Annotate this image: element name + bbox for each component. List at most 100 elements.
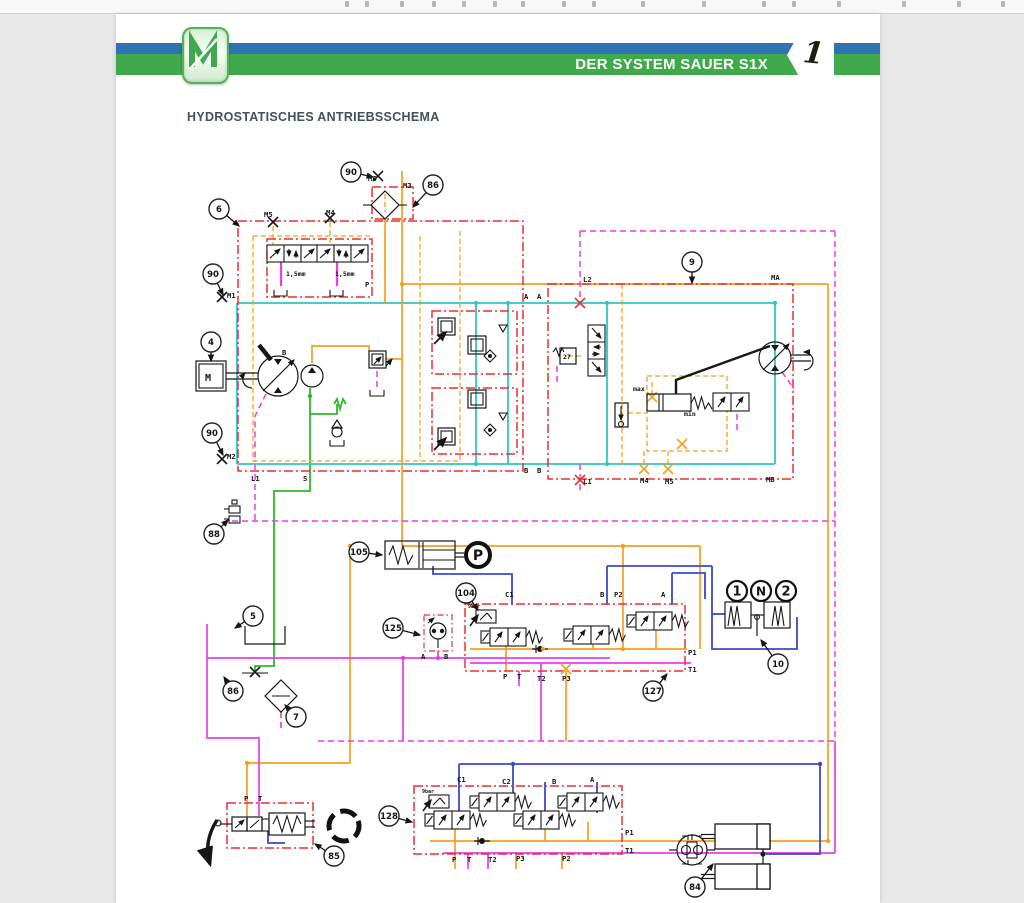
callout-5-11: [242, 605, 264, 627]
diagram-label-P2-27: P2: [614, 590, 623, 599]
pilot-lines-orange-dashed: [252, 194, 728, 466]
callout-label-5-11: 5: [250, 612, 256, 622]
toolbar-icon-fragment-8[interactable]: [592, 1, 596, 7]
callout-arrow-104-9: [471, 600, 479, 612]
callout-9-8: [681, 251, 703, 273]
diagram-label-L1-17: L1: [583, 477, 592, 486]
circled-mark-label-1: 1: [732, 585, 741, 600]
diagram-label-B-26: B: [600, 590, 605, 599]
diagram-label-M6-0: M6: [368, 174, 377, 183]
callout-arrow-85-16: [313, 843, 326, 852]
document-title: HYDROSTATISCHES ANTRIEBSSCHEMA: [187, 110, 440, 124]
diagram-label-M1-7: M1: [227, 291, 236, 300]
diagram-label-A-22: A: [537, 292, 542, 301]
callout-label-10-15: 10: [772, 660, 784, 670]
callout-arrow-127-14: [658, 672, 668, 684]
toolbar-icon-fragment-12[interactable]: [792, 1, 796, 7]
diagram-label-T-32: T: [517, 672, 522, 681]
toolbar-icon-fragment-4[interactable]: [462, 1, 466, 7]
diagram-label-A-35: A: [421, 652, 426, 661]
junction-dots: [244, 281, 831, 844]
parking-brake-actuator: [384, 540, 464, 570]
differential-symbol: [669, 834, 715, 866]
toolbar-icon-fragment-7[interactable]: [562, 1, 566, 7]
callout-127-14: [642, 680, 664, 702]
callout-4-4: [200, 331, 222, 353]
measuring-points-red: [574, 297, 586, 486]
charge-filter: [363, 190, 407, 220]
case-drain-connector: [224, 499, 241, 524]
toolbar-icon-fragment-16[interactable]: [1001, 1, 1005, 7]
callout-label-128-17: 128: [380, 812, 398, 822]
drain-lines-magenta: [206, 230, 836, 869]
callout-10-15: [767, 653, 789, 675]
callout-arrow-7-13: [284, 704, 292, 712]
diagram-label-B-24: B: [537, 466, 542, 475]
diagram-label-T2-47: T2: [488, 855, 497, 864]
toolbar-icon-fragment-2[interactable]: [400, 1, 404, 7]
callout-arrow-88-6: [220, 519, 229, 528]
diagram-label-A-42: A: [590, 775, 595, 784]
toolbar-icon-fragment-5[interactable]: [493, 1, 497, 7]
circled-mark-label-N: N: [756, 584, 766, 598]
diagram-label-P-6: P: [365, 280, 370, 289]
toolbar-icon-fragment-14[interactable]: [902, 1, 906, 7]
shuttle-valve-box: [423, 614, 453, 652]
suction-filter: [264, 679, 298, 713]
callout-label-90-3: 90: [207, 270, 219, 280]
diagram-label-L2-12: L2: [583, 275, 592, 284]
diagram-label-P2-49: P2: [562, 854, 571, 863]
callout-86-12: [222, 680, 244, 702]
callout-90-0: [340, 161, 362, 183]
toolbar-icon-fragment-3[interactable]: [432, 1, 436, 7]
circled-mark-label-P: P: [473, 548, 483, 564]
diagram-label-M4-18: M4: [640, 476, 649, 485]
toolbar-icon-fragment-1[interactable]: [365, 1, 369, 7]
toolbar-icon-fragment-0[interactable]: [345, 1, 349, 7]
callout-arrow-90-3: [216, 282, 224, 297]
toolbar-icon-fragment-9[interactable]: [641, 1, 645, 7]
toolbar-icon-fragment-13[interactable]: [837, 1, 841, 7]
callout-7-13: [285, 706, 307, 728]
callout-105-7: [348, 541, 370, 563]
callout-84-18: [684, 876, 706, 898]
callout-90-5: [201, 422, 223, 444]
header-green-band: [116, 54, 880, 75]
diagram-label-L1-10: L1: [251, 474, 260, 483]
viewer-toolbar-strip[interactable]: [0, 0, 1024, 14]
diagram-label-P3-34: P3: [562, 674, 571, 683]
callout-arrow-105-7: [368, 550, 384, 558]
toolbar-icon-fragment-11[interactable]: [762, 1, 766, 7]
diagram-label-9bar-52: 9bar: [422, 789, 434, 795]
diagram-label-C1-39: C1: [457, 775, 466, 784]
callout-88-6: [203, 523, 225, 545]
toolbar-icon-fragment-10[interactable]: [702, 1, 706, 7]
callout-label-86-1: 86: [427, 181, 439, 191]
diagram-label-T1-30: T1: [688, 665, 697, 674]
diagram-label-M3-1: M3: [403, 181, 412, 190]
circled-mark-1: [725, 579, 749, 603]
diagram-label-B-36: B: [444, 652, 449, 661]
diagram-label-M-50: M: [205, 373, 211, 384]
callout-label-125-10: 125: [384, 624, 402, 634]
multi-function-valve-block-b: [433, 389, 508, 451]
diagram-label-T-46: T: [467, 855, 472, 864]
diagram-label-M5-2: M5: [264, 210, 273, 219]
callout-label-86-12: 86: [227, 687, 239, 697]
callout-arrow-86-12: [223, 675, 231, 685]
diagram-label-P1-29: P1: [688, 648, 697, 657]
pressure-override-valves: [267, 245, 368, 297]
callout-arrow-84-18: [700, 862, 714, 880]
diagram-label-max-15: max: [633, 385, 645, 393]
diagram-label-A-21: A: [524, 292, 529, 301]
callout-label-9-8: 9: [689, 258, 695, 268]
diagram-label-15mm-5: 1,5mm: [335, 270, 355, 278]
callout-128-17: [378, 805, 400, 827]
toolbar-icon-fragment-6[interactable]: [521, 1, 525, 7]
gear-shift-actuator: [724, 601, 791, 636]
callout-label-90-5: 90: [206, 429, 218, 439]
diagram-label-M2-9: M2: [227, 452, 236, 461]
toolbar-icon-fragment-15[interactable]: [957, 1, 961, 7]
